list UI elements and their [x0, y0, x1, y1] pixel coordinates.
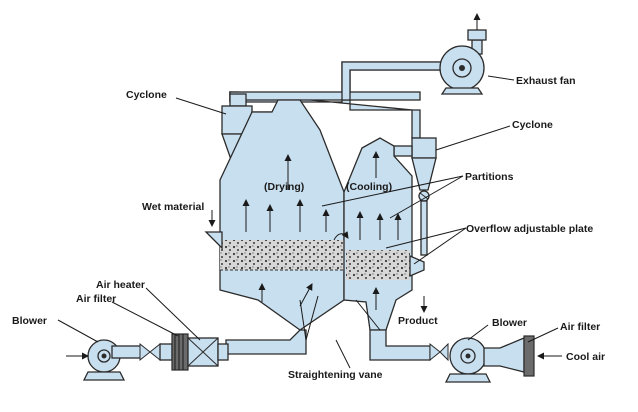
- left-air-train: [66, 333, 229, 381]
- right-air-train: [429, 335, 562, 383]
- label-cyclone-left: Cyclone: [126, 89, 167, 101]
- exhaust-ducting: [229, 61, 449, 139]
- label-straightening-vane: Straightening vane: [288, 369, 383, 381]
- labels: Exhaust fan Cyclone Cyclone (Drying) (Co…: [12, 75, 605, 381]
- label-exhaust-fan: Exhaust fan: [516, 75, 576, 87]
- label-blower-right: Blower: [492, 317, 527, 329]
- cooling-chamber: [343, 137, 425, 331]
- label-partitions: Partitions: [465, 171, 514, 183]
- drying-chamber: [204, 99, 345, 331]
- label-cool-air: Cool air: [566, 351, 605, 363]
- label-cyclone-right: Cyclone: [512, 119, 553, 131]
- air-pipework: [225, 295, 431, 361]
- label-air-filter-left: Air filter: [76, 293, 116, 305]
- label-blower-left: Blower: [12, 315, 47, 327]
- label-drying: (Drying): [264, 181, 304, 193]
- exhaust-fan: [439, 13, 487, 95]
- label-wet-material: Wet material: [142, 201, 204, 213]
- label-air-filter-right: Air filter: [560, 321, 600, 333]
- label-air-heater: Air heater: [96, 279, 145, 291]
- cyclone-right: [393, 137, 437, 256]
- label-overflow-plate: Overflow adjustable plate: [466, 223, 593, 235]
- flow-arrows: [208, 151, 428, 313]
- label-product: Product: [398, 315, 438, 327]
- leader-lines: [57, 75, 559, 369]
- label-cooling: (Cooling): [346, 181, 392, 193]
